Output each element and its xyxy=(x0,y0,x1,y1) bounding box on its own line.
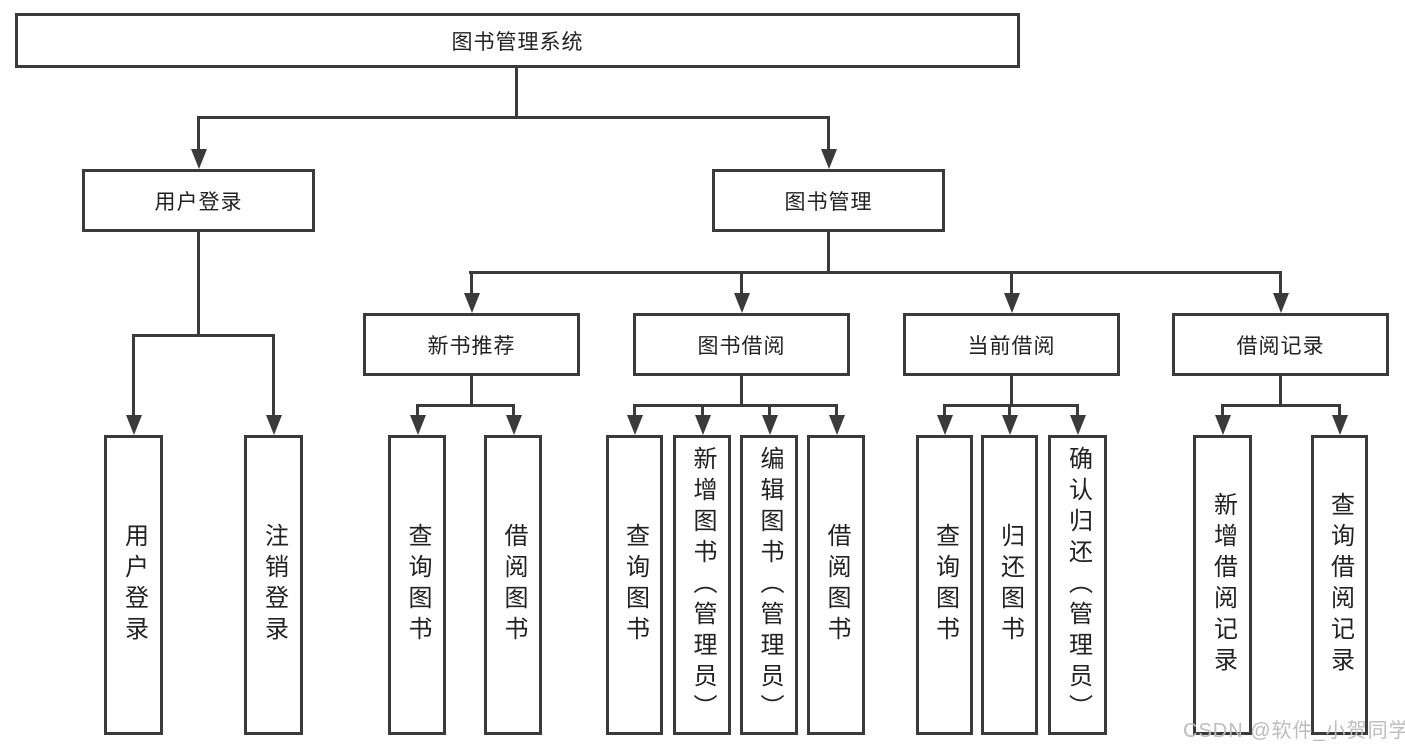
connector xyxy=(740,376,743,407)
leaf-current-confirm-return-admin: 确认归还（管理员） xyxy=(1048,435,1107,735)
leaf-current-return-books: 归还图书 xyxy=(981,435,1038,735)
connector xyxy=(132,334,135,415)
node-user-login: 用户登录 xyxy=(82,169,315,232)
connector xyxy=(633,404,838,407)
connector xyxy=(1010,376,1013,407)
connector xyxy=(512,404,515,415)
leaf-current-query-books: 查询图书 xyxy=(916,435,973,735)
connector xyxy=(1221,404,1341,407)
arrow-down-icon xyxy=(1215,415,1231,435)
connector xyxy=(827,116,830,149)
node-book-management: 图书管理 xyxy=(712,169,945,232)
connector xyxy=(1279,376,1282,407)
connector xyxy=(1279,271,1282,293)
arrow-down-icon xyxy=(266,415,282,435)
arrow-down-icon xyxy=(1002,415,1018,435)
arrow-down-icon xyxy=(734,293,750,313)
connector xyxy=(197,116,200,149)
connector xyxy=(416,404,419,415)
leaf-borrow-borrow-books: 借阅图书 xyxy=(807,435,865,735)
watermark: CSDN @软件_小贺同学 xyxy=(1183,720,1405,742)
arrow-down-icon xyxy=(126,415,142,435)
leaf-user-login: 用户登录 xyxy=(104,435,163,735)
arrow-down-icon xyxy=(821,149,837,169)
connector xyxy=(416,404,515,407)
node-borrow-record: 借阅记录 xyxy=(1172,313,1389,376)
arrow-down-icon xyxy=(695,415,711,435)
connector xyxy=(197,116,830,119)
connector xyxy=(768,404,771,415)
leaf-logout: 注销登录 xyxy=(244,435,303,735)
arrow-down-icon xyxy=(410,415,426,435)
arrow-down-icon xyxy=(762,415,778,435)
connector xyxy=(633,404,636,415)
leaf-borrow-edit-books-admin: 编辑图书（管理员） xyxy=(740,435,798,735)
connector xyxy=(835,404,838,415)
leaf-recommend-query-books: 查询图书 xyxy=(388,435,446,735)
leaf-record-query: 查询借阅记录 xyxy=(1311,435,1368,735)
connector xyxy=(1008,404,1011,415)
connector xyxy=(701,404,704,415)
node-new-book-recommend: 新书推荐 xyxy=(363,313,580,376)
node-book-borrow: 图书借阅 xyxy=(633,313,850,376)
connector xyxy=(1338,404,1341,415)
connector xyxy=(827,232,830,273)
connector xyxy=(515,68,518,118)
connector xyxy=(469,271,1282,274)
connector xyxy=(132,334,275,337)
arrow-down-icon xyxy=(1332,415,1348,435)
arrow-down-icon xyxy=(1273,293,1289,313)
arrow-down-icon xyxy=(191,149,207,169)
arrow-down-icon xyxy=(1004,293,1020,313)
connector xyxy=(1010,271,1013,293)
connector xyxy=(470,271,473,293)
leaf-record-add: 新增借阅记录 xyxy=(1193,435,1252,735)
node-root: 图书管理系统 xyxy=(15,13,1020,68)
connector xyxy=(197,232,200,336)
node-current-borrow: 当前借阅 xyxy=(903,313,1120,376)
connector xyxy=(740,271,743,293)
arrow-down-icon xyxy=(937,415,953,435)
arrow-down-icon xyxy=(627,415,643,435)
connector xyxy=(470,376,473,407)
leaf-recommend-borrow-books: 借阅图书 xyxy=(484,435,542,735)
arrow-down-icon xyxy=(506,415,522,435)
arrow-down-icon xyxy=(464,293,480,313)
leaf-borrow-add-books-admin: 新增图书（管理员） xyxy=(673,435,731,735)
connector xyxy=(943,404,1079,407)
connector xyxy=(1076,404,1079,415)
connector xyxy=(1221,404,1224,415)
leaf-borrow-query-books: 查询图书 xyxy=(606,435,663,735)
connector xyxy=(943,404,946,415)
connector xyxy=(272,334,275,415)
arrow-down-icon xyxy=(829,415,845,435)
arrow-down-icon xyxy=(1070,415,1086,435)
